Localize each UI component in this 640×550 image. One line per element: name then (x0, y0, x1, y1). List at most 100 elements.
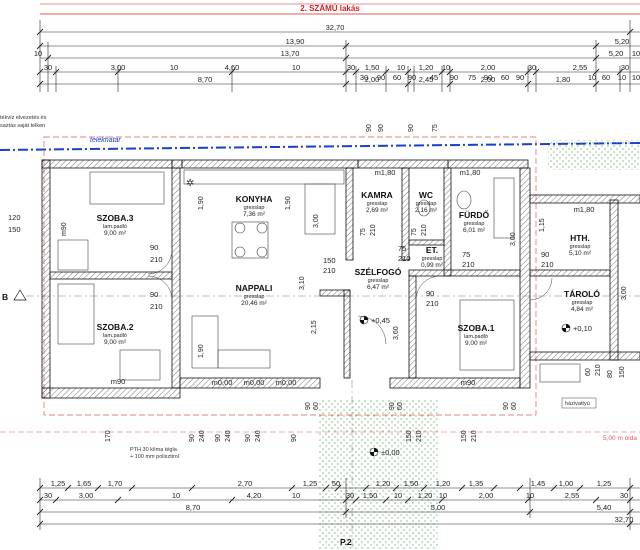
svg-text:210: 210 (462, 260, 475, 269)
dim-row4-8: 1,20 (419, 63, 434, 72)
bdim-r2-7: 10 (394, 491, 402, 500)
bdim-r3-left: 8,70 (186, 503, 201, 512)
svg-text:150: 150 (461, 430, 468, 442)
svg-text:210: 210 (150, 302, 163, 311)
svg-text:1,15: 1,15 (539, 218, 546, 232)
svg-text:90: 90 (389, 402, 396, 410)
dim-row5-small-5: 90 (450, 73, 458, 82)
svg-text:B: B (2, 292, 8, 302)
dim-top-left: 13,90 (286, 37, 305, 46)
svg-text:1,90: 1,90 (285, 196, 292, 210)
dim-row5-small-6: 75 (468, 73, 476, 82)
bdim-r2-5: 30 (346, 491, 354, 500)
svg-text:gresslap: gresslap (244, 294, 265, 300)
window-mark-kamra: m1,80 (375, 168, 396, 177)
room-labels: SZOBA.3 lam.padló 9,00 m² SZOBA.2 lam.pa… (97, 190, 601, 347)
svg-text:170: 170 (105, 430, 112, 442)
svg-text:210: 210 (398, 254, 411, 263)
setback-note: 5,00 m olda (603, 435, 637, 442)
dim-row5-small-4: 45 (430, 73, 438, 82)
dim-row4-1: 3,00 (111, 63, 126, 72)
svg-text:150: 150 (8, 225, 21, 234)
bdim-r1-2: 1,70 (108, 479, 123, 488)
bdim-r2-0: 30 (44, 491, 52, 500)
svg-text:75: 75 (398, 244, 406, 253)
pump-box (561, 397, 597, 409)
svg-text:lam.padló: lam.padló (464, 334, 488, 340)
svg-text:4,84 m²: 4,84 m² (571, 306, 594, 313)
wall-note-1: PTH 30 klíma tégla (130, 447, 178, 453)
door-swings (147, 249, 553, 345)
dim-row4-9: 10 (442, 63, 450, 72)
svg-text:6,01 m²: 6,01 m² (463, 227, 486, 234)
dim-row3-end: 10 (632, 49, 640, 58)
svg-text:210: 210 (421, 224, 428, 236)
bdim-r2-11: 10 (526, 491, 534, 500)
svg-text:gresslap: gresslap (464, 221, 485, 227)
plan-title: 2. SZÁMÚ lakás (300, 4, 360, 13)
svg-text:60: 60 (511, 402, 518, 410)
bdim-r1-11: 1,00 (559, 479, 574, 488)
dim-row5-4: 1,80 (556, 75, 571, 84)
svg-text:90: 90 (541, 250, 549, 259)
svg-text:SZOBA.2: SZOBA.2 (97, 322, 134, 332)
svg-text:60: 60 (585, 368, 592, 376)
dim-row5-small-0: 30 (360, 73, 368, 82)
bdim-r2-13: 30 (620, 491, 628, 500)
bdim-r2-4: 10 (292, 491, 300, 500)
dim-row4-7: 10 (397, 63, 405, 72)
svg-text:9,00 m²: 9,00 m² (104, 339, 127, 346)
interior-dimensions: 120 150 90 210 90 210 1,90 1,90 1,90 2,1… (8, 196, 628, 376)
window-mark-nappali-3: m0,00 (276, 378, 297, 387)
svg-text:120: 120 (8, 213, 21, 222)
section-label-p2: P.2 (340, 537, 352, 547)
room-wc: WC gresslap 2,16 m² (415, 190, 438, 214)
svg-text:3,00: 3,00 (313, 214, 320, 228)
bdim-r1-5: 50 (332, 479, 340, 488)
bottom-dimension-lines (39, 478, 640, 530)
svg-text:210: 210 (471, 430, 478, 442)
svg-text:FÜRDŐ: FÜRDŐ (459, 209, 490, 220)
svg-text:5,10 m²: 5,10 m² (569, 250, 592, 257)
bdim-r1-1: 1,65 (77, 479, 92, 488)
svg-text:75: 75 (411, 228, 418, 236)
dim-row5-small-2: 60 (393, 73, 401, 82)
dim-top-right: 5,20 (615, 37, 630, 46)
level-marker-2: +0,10 (561, 323, 592, 333)
vdim-90-b: 90 (408, 124, 415, 132)
dim-row5-2: 2,45 (419, 75, 434, 84)
room-konyha: KONYHA gresslap 7,36 m² (236, 194, 273, 218)
room-hth: HTH. gresslap 5,10 m² (569, 233, 592, 257)
svg-text:150: 150 (406, 430, 413, 442)
room-szelfogo: SZÉLFOGÓ gresslap 6,47 m² (355, 266, 402, 291)
dim-row5-3: 2,00 (481, 75, 496, 84)
room-szoba1: SZOBA.1 lam.padló 9,00 m² (458, 323, 495, 347)
svg-text:gresslap: gresslap (367, 201, 388, 207)
svg-text:210: 210 (595, 364, 602, 376)
walls (41, 159, 640, 399)
dim-row3-right: 5,20 (609, 49, 624, 58)
furniture (57, 169, 581, 383)
bdim-r3-mid: 5,00 (431, 503, 446, 512)
svg-text:90: 90 (189, 434, 196, 442)
dim-row3-left: 10 (34, 49, 42, 58)
bdim-r2-3: 4,20 (247, 491, 262, 500)
drainage-note-2: saztás saját telken (0, 123, 45, 129)
room-kamra: KAMRA gresslap 2,69 m² (361, 190, 393, 214)
garden-area-top (548, 140, 640, 170)
svg-text:+0,10: +0,10 (573, 324, 592, 333)
bdim-r2-10: 2,00 (479, 491, 494, 500)
bdim-r1-7: 1,50 (404, 479, 419, 488)
dim-row5-small-3: 90 (408, 73, 416, 82)
bottom-dimension-ticks (36, 484, 634, 528)
bdim-r1-9: 1,35 (469, 479, 484, 488)
window-mark-nappali-1: m0,00 (212, 378, 233, 387)
svg-text:gresslap: gresslap (416, 201, 437, 207)
level-marker-1: +0,45 (359, 315, 390, 325)
vdim-60-a: 90 (378, 124, 385, 132)
window-mark-szoba3: m90 (61, 222, 68, 236)
svg-text:210: 210 (150, 255, 163, 264)
room-et: ET. gresslap 0,99 m² (421, 245, 444, 269)
svg-text:TÁROLÓ: TÁROLÓ (564, 288, 600, 299)
